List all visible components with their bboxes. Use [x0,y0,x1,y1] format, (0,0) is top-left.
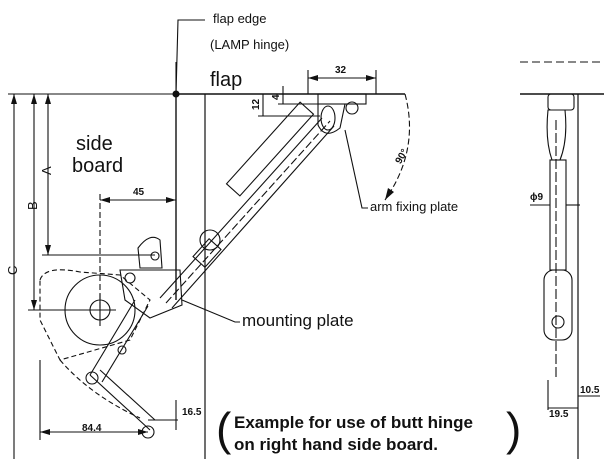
example-line-1: Example for use of butt hinge [234,413,473,432]
flap-edge-label: flap edge [213,11,267,26]
dim-c: C [5,265,20,275]
rotation-arc [384,93,411,201]
mounting-plate-body [119,269,183,319]
arm-cylinder [225,101,315,197]
dim-phi9: ϕ9 [530,192,544,203]
lamp-hinge-label: (LAMP hinge) [210,37,290,52]
dim-12: 12 [251,98,262,110]
lower-arm-edge-1 [89,299,136,376]
arm-fixing-plate-label: arm fixing plate [370,199,459,214]
main-arm-edge-1 [159,117,323,299]
dim-4: 4 [271,94,282,100]
side-view-plate [547,93,575,111]
arm-fixing-plate-shape [317,93,367,105]
mounting-plate-label: mounting plate [242,311,354,330]
dim-b: B [25,201,40,210]
flap-edge-leader [175,19,205,95]
arm-fixing-plate-leader [344,129,368,209]
lower-arm-edge-2 [101,305,149,383]
side-view-base [543,269,573,341]
base-housing [39,269,151,361]
dim-16-5: 16.5 [182,407,202,418]
example-line-2: on right hand side board. [234,435,438,454]
board-label: board [72,155,124,177]
dim-10-5: 10.5 [580,385,600,396]
arm-slider [192,237,222,269]
dim-84-4: 84.4 [82,423,102,434]
main-arm-edge-2 [171,125,335,309]
dim-45: 45 [133,187,145,198]
flap-label: flap [210,69,243,91]
dim-a: A [39,166,54,175]
mounting-plate-leader [181,299,240,323]
dim-32: 32 [335,65,347,76]
dim-19-5: 19.5 [549,409,569,420]
open-paren: ( [216,403,232,455]
close-paren: ) [506,403,522,455]
side-label: side [76,133,113,155]
hinge-base-outer [64,274,136,346]
